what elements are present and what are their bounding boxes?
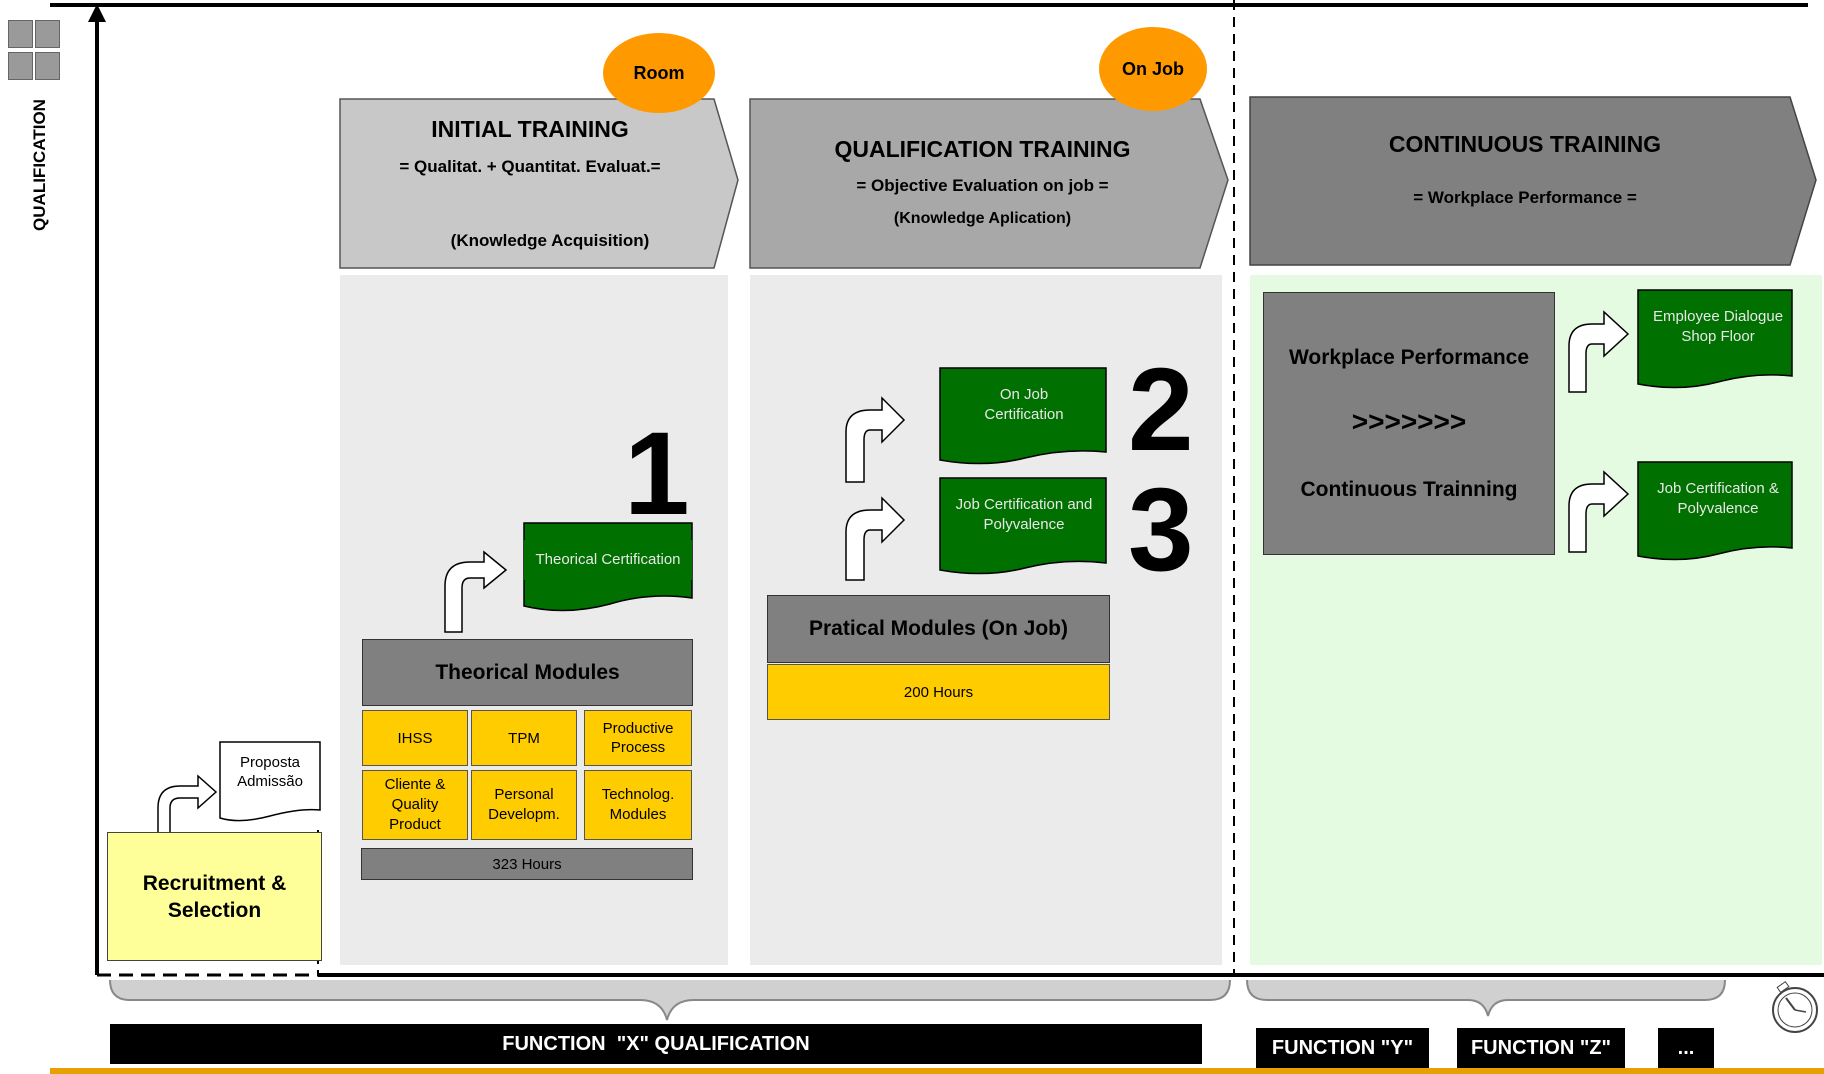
qualification-training-line2: (Knowledge Aplication): [893, 210, 1072, 227]
module-technolog: Technolog. Modules: [584, 770, 692, 840]
continuous-training-line1: = Workplace Performance =: [1413, 188, 1637, 207]
workplace-performance-label: Workplace Performance: [1288, 346, 1530, 369]
job-certification-polyvalence-doc: Job Certification and Polyvalence: [950, 494, 1098, 536]
continuous-trainning-label: Continuous Trainning: [1300, 478, 1518, 501]
initial-training-line1: = Qualitat. + Quantitat. Evaluat.=: [399, 157, 661, 176]
on-job-badge: On Job: [1122, 58, 1184, 79]
module-personal-developm: Personal Developm.: [471, 770, 577, 840]
function-more-bar: ...: [1658, 1028, 1714, 1068]
qualification-training-title: QUALIFICATION TRAINING: [834, 136, 1131, 162]
step-3: 3: [1128, 464, 1194, 596]
workplace-performance-box: [1263, 292, 1555, 555]
pratical-modules-header: Pratical Modules (On Job): [767, 595, 1110, 663]
recruitment-selection-box: Recruitment & Selection: [107, 832, 322, 961]
theorical-hours: 323 Hours: [361, 848, 693, 880]
grid-icon: [8, 20, 60, 82]
arrows-label: >>>>>>>: [1351, 406, 1467, 437]
stopwatch-icon: [1772, 980, 1818, 1033]
pratical-hours: 200 Hours: [767, 664, 1110, 720]
on-job-certification-doc: On Job Certification: [965, 384, 1083, 426]
module-ihss: IHSS: [362, 710, 468, 766]
theorical-certification-doc: Theorical Certification: [524, 540, 692, 580]
continuous-training-title: CONTINUOUS TRAINING: [1388, 131, 1662, 157]
proposta-admissao-doc: Proposta Admissão: [237, 754, 303, 790]
initial-training-title: INITIAL TRAINING: [431, 116, 629, 142]
qualification-training-line1: = Objective Evaluation on job =: [856, 176, 1109, 195]
initial-training-line2: (Knowledge Acquisition): [450, 231, 650, 250]
step-2: 2: [1128, 344, 1194, 476]
module-productive-process: Productive Process: [584, 710, 692, 766]
function-x-bar: FUNCTION "X" QUALIFICATION: [110, 1024, 1202, 1064]
theorical-modules-header: Theorical Modules: [362, 639, 693, 706]
function-y-bar: FUNCTION "Y": [1256, 1028, 1429, 1068]
step-1: 1: [624, 408, 690, 540]
job-certification-polyvalence-doc-2: Job Certification & Polyvalence: [1646, 478, 1790, 520]
room-badge: Room: [633, 62, 685, 83]
employee-dialogue-doc: Employee Dialogue Shop Floor: [1648, 306, 1788, 348]
module-tpm: TPM: [471, 710, 577, 766]
function-z-bar: FUNCTION "Z": [1457, 1028, 1625, 1068]
module-cliente-quality: Cliente & Quality Product: [362, 770, 468, 840]
